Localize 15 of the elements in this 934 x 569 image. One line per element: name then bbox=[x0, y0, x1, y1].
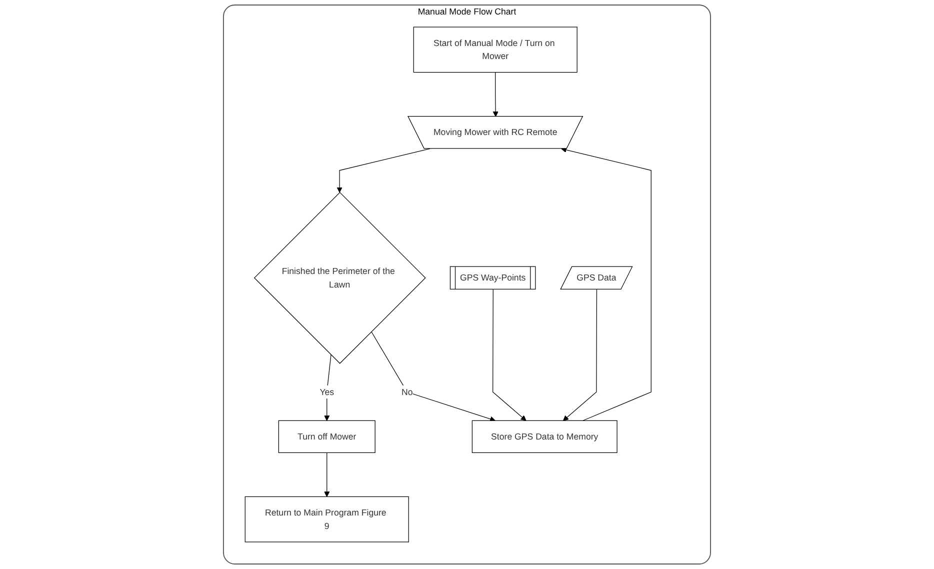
node-box: Turn off Mower bbox=[278, 420, 376, 453]
arrow bbox=[371, 331, 496, 422]
arrow bbox=[324, 354, 332, 421]
arrow bbox=[336, 148, 430, 193]
node-box: Store GPS Data to Memory bbox=[472, 420, 618, 453]
arrow bbox=[561, 147, 652, 421]
arrow bbox=[324, 452, 330, 497]
arrow bbox=[492, 72, 498, 117]
arrow bbox=[492, 289, 526, 421]
edge-label: Yes bbox=[320, 386, 334, 397]
node-box: Return to Main Program Figure 9 bbox=[244, 496, 409, 542]
node-box: Start of Manual Mode / Turn on Mower bbox=[413, 26, 578, 73]
arrow bbox=[562, 289, 598, 421]
node-diamond: Finished the Perimeter of the Lawn bbox=[254, 192, 426, 364]
edge-label: No bbox=[401, 386, 413, 397]
